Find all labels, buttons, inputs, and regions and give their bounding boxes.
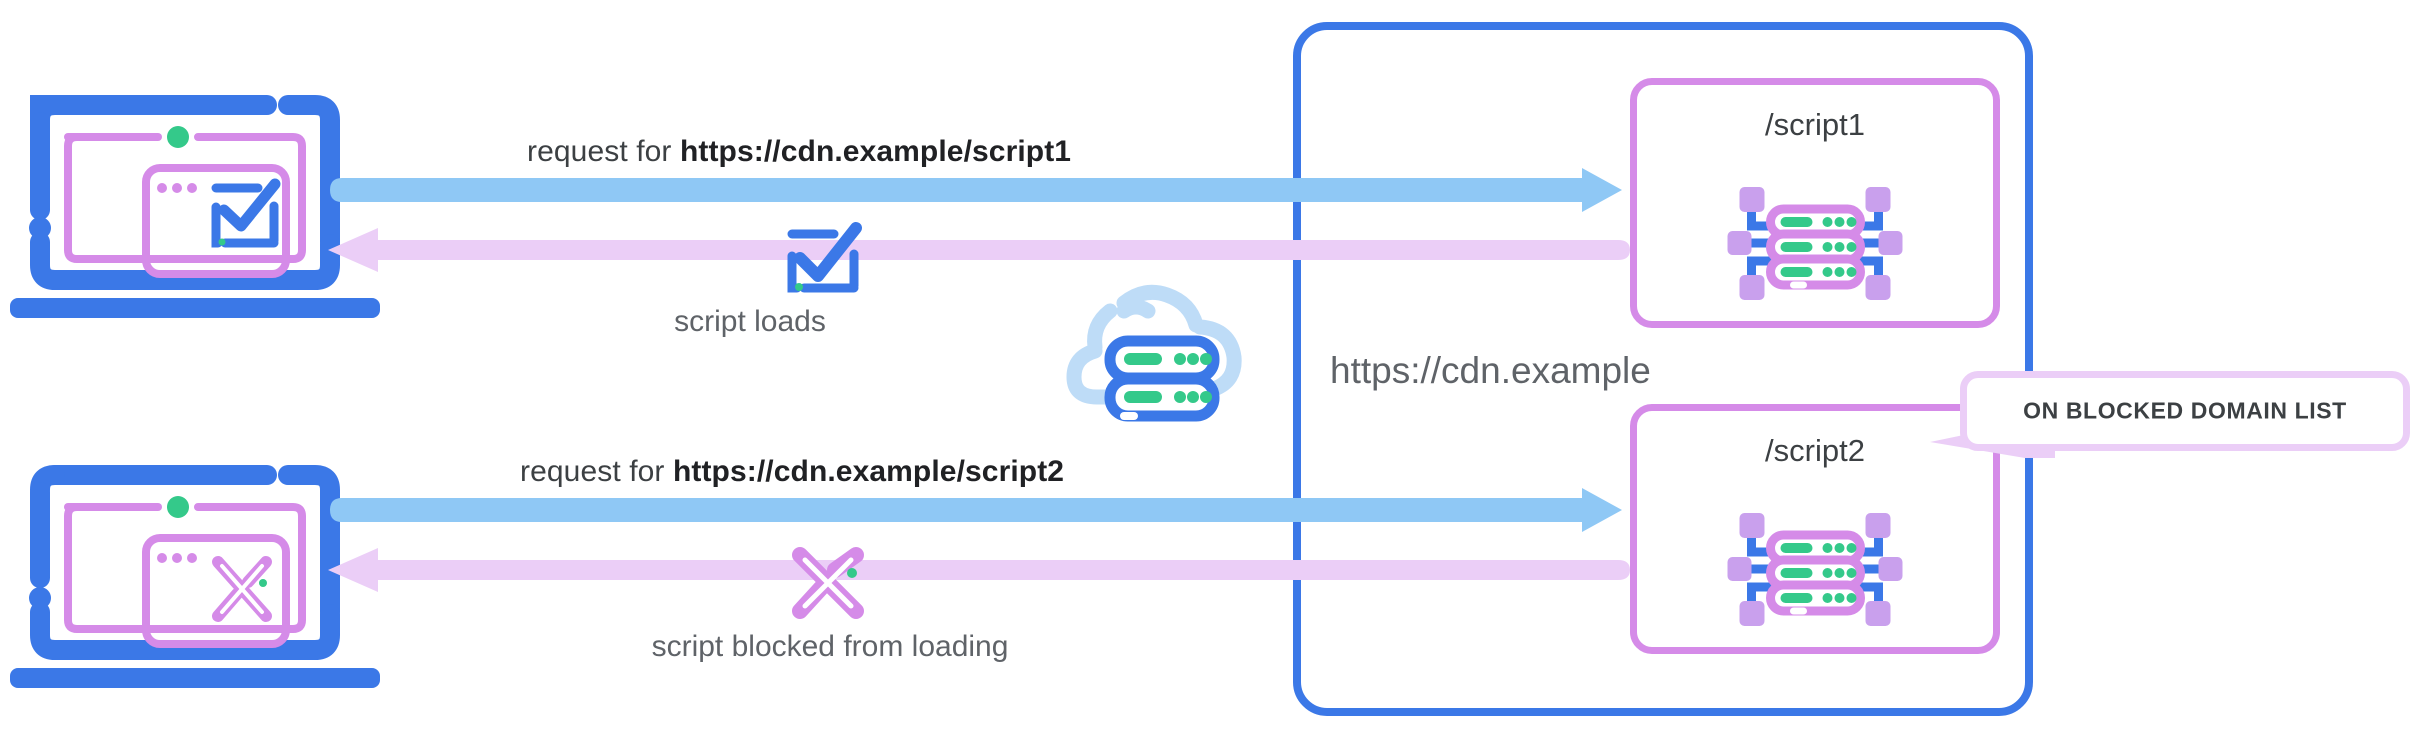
- laptop-allowed: [10, 60, 380, 325]
- request-label-script1: request for https://cdn.example/script1: [527, 135, 1071, 169]
- response-arrow-script2: [328, 548, 1630, 592]
- server-icon: [1104, 335, 1220, 422]
- cdn-boundary-box: [1293, 22, 2033, 716]
- check-icon-script1-result: [787, 222, 862, 293]
- laptop-icon: [10, 95, 380, 318]
- laptop-icon: [10, 465, 380, 688]
- resource-box-script1[interactable]: /script1: [1630, 78, 2000, 328]
- cdn-domain-label: https://cdn.example: [1330, 350, 1651, 391]
- request-arrow-script1: [330, 168, 1622, 212]
- request-label-script2: request for https://cdn.example/script2: [520, 455, 1064, 489]
- blocked-domain-callout: ON BLOCKED DOMAIN LIST: [1960, 371, 2410, 451]
- server-node-icon: [1727, 513, 1903, 626]
- cloud-server-icon: [1066, 284, 1242, 422]
- laptop-camera-dot: [29, 217, 51, 239]
- laptop-base: [10, 668, 380, 688]
- status-dot: [167, 126, 189, 148]
- request-url: https://cdn.example/script2: [672, 455, 1065, 488]
- caption-script1: script loads: [674, 305, 826, 338]
- caption-script2: script blocked from loading: [651, 630, 1009, 663]
- resource-path-label: /script1: [1765, 107, 1865, 142]
- laptop-camera-dot: [29, 587, 51, 609]
- cross-icon: [212, 556, 272, 622]
- cross-icon-script2-result: [792, 547, 864, 619]
- request-arrow-script2: [330, 488, 1622, 532]
- request-prefix: request for: [520, 455, 673, 488]
- resource-box-script2[interactable]: /script2: [1630, 404, 2000, 654]
- laptop-blocked: [10, 430, 380, 695]
- request-url: https://cdn.example/script1: [679, 135, 1072, 168]
- check-icon: [211, 178, 281, 248]
- response-arrow-script1: [328, 228, 1630, 272]
- resource-path-label: /script2: [1765, 433, 1865, 468]
- request-prefix: request for: [527, 135, 680, 168]
- status-dot: [167, 496, 189, 518]
- callout-label: ON BLOCKED DOMAIN LIST: [2023, 397, 2347, 424]
- server-node-icon: [1727, 187, 1903, 300]
- laptop-base: [10, 298, 380, 318]
